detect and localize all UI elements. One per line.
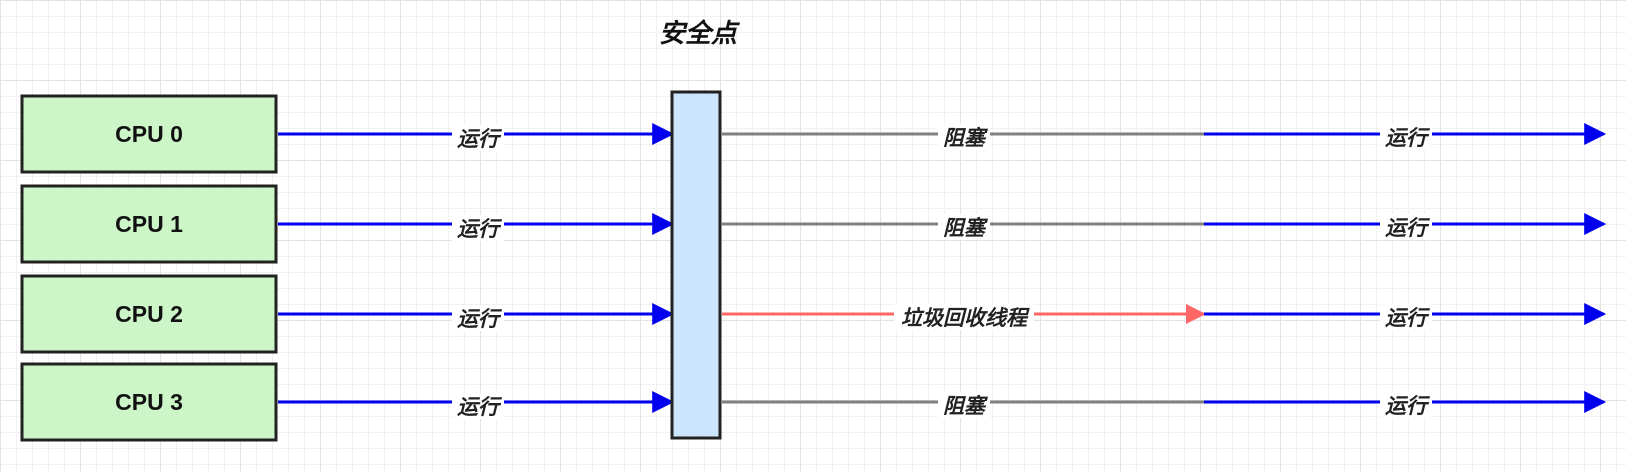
row-2-before-label-bg bbox=[452, 305, 504, 331]
row-0-middle-label: 阻塞 bbox=[943, 126, 988, 150]
row-0-before-label: 运行 bbox=[457, 127, 503, 151]
cpu-label-0: CPU 0 bbox=[115, 121, 183, 147]
safepoint-bar bbox=[670, 90, 722, 440]
row-0-before-label-bg bbox=[452, 125, 504, 151]
cpu-box-2 bbox=[20, 274, 278, 354]
row-3-before-label-bg bbox=[452, 393, 504, 419]
row-1-middle-label-bg bbox=[938, 214, 990, 240]
row-0-after-label: 运行 bbox=[1385, 126, 1431, 150]
row-2-after-label-bg bbox=[1380, 304, 1432, 330]
cpu-label-3: CPU 3 bbox=[115, 389, 183, 415]
row-1-after-label: 运行 bbox=[1385, 216, 1431, 240]
cpu-box-3 bbox=[20, 362, 278, 442]
row-3-after-label: 运行 bbox=[1385, 394, 1431, 418]
row-0-middle-label-bg bbox=[938, 124, 990, 150]
row-1-before-label-bg bbox=[452, 215, 504, 241]
row-2-after-label: 运行 bbox=[1385, 306, 1431, 330]
row-2-middle-label: 垃圾回收线程 bbox=[901, 306, 1030, 330]
row-1-after-label-bg bbox=[1380, 214, 1432, 240]
cpu-label-2: CPU 2 bbox=[115, 301, 183, 327]
row-3-after-label-bg bbox=[1380, 392, 1432, 418]
row-1-middle-label: 阻塞 bbox=[943, 216, 988, 240]
row-2-before-label: 运行 bbox=[457, 307, 503, 331]
cpu-label-1: CPU 1 bbox=[115, 211, 183, 237]
safepoint-title: 安全点 bbox=[659, 19, 741, 49]
row-3-middle-label-bg bbox=[938, 392, 990, 418]
row-1-before-label: 运行 bbox=[457, 217, 503, 241]
row-0-after-label-bg bbox=[1380, 124, 1432, 150]
row-3-middle-label: 阻塞 bbox=[943, 394, 988, 418]
cpu-box-1 bbox=[20, 184, 278, 264]
row-2-middle-label-bg bbox=[894, 304, 1034, 330]
cpu-box-0 bbox=[20, 94, 278, 174]
row-3-before-label: 运行 bbox=[457, 395, 503, 419]
